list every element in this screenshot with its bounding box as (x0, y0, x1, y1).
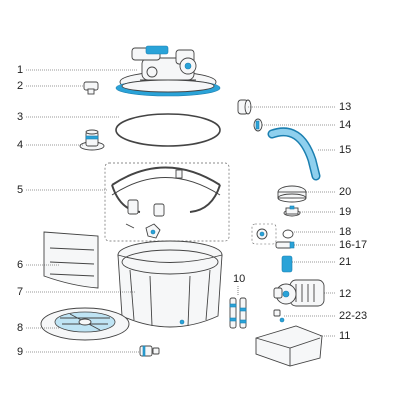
label-part-14: 14 (339, 119, 351, 131)
part-9-drain-plug (139, 345, 160, 357)
part-14-hose-clamp (253, 118, 263, 132)
label-part-15: 15 (339, 144, 351, 156)
label-part-3: 3 (17, 111, 23, 123)
label-part-7: 7 (17, 286, 23, 298)
part-3-o-ring (115, 113, 221, 147)
part-20-pump-lid (277, 185, 307, 203)
label-part-11: 11 (339, 330, 350, 342)
label-part-8: 8 (17, 322, 23, 334)
label-part-2: 2 (17, 80, 23, 92)
label-part-10: 10 (233, 273, 245, 285)
label-part-12: 12 (339, 288, 351, 300)
part-12-pump (273, 279, 325, 307)
part-13-hose-adapter (237, 99, 252, 115)
label-part-22-23: 22-23 (339, 310, 367, 322)
label-part-1: 1 (17, 64, 23, 76)
part-11-base-plate (255, 325, 323, 367)
part-16-17-fitting (275, 241, 295, 249)
part-8-strainer (40, 307, 130, 341)
label-part-16-17: 16-17 (339, 239, 367, 251)
part-19-basket (283, 205, 301, 217)
part-18-fitting (251, 223, 294, 245)
part-6-diffuser (43, 231, 99, 289)
label-part-19: 19 (339, 206, 351, 218)
part-number-labels: 1 2 3 4 5 6 7 8 9 10 11 12 13 14 15 20 1… (17, 64, 367, 358)
label-part-18: 18 (339, 226, 351, 238)
part-22-23-screws (273, 309, 285, 323)
part-21-cartridge (281, 255, 293, 273)
label-part-13: 13 (339, 101, 351, 113)
part-7-tank (117, 240, 223, 328)
label-part-4: 4 (17, 139, 23, 151)
label-part-21: 21 (339, 256, 351, 268)
leader-lines (26, 69, 336, 353)
part-2-gauge (83, 81, 99, 95)
label-part-5: 5 (17, 184, 23, 196)
part-5-clamp-assembly (104, 162, 230, 242)
part-15-hose (267, 127, 321, 181)
part-10-fittings (229, 297, 247, 329)
label-part-9: 9 (17, 346, 23, 358)
part-4-air-release (79, 129, 105, 151)
label-part-6: 6 (17, 259, 23, 271)
label-part-20: 20 (339, 186, 351, 198)
part-1-multiport-valve (115, 45, 221, 97)
